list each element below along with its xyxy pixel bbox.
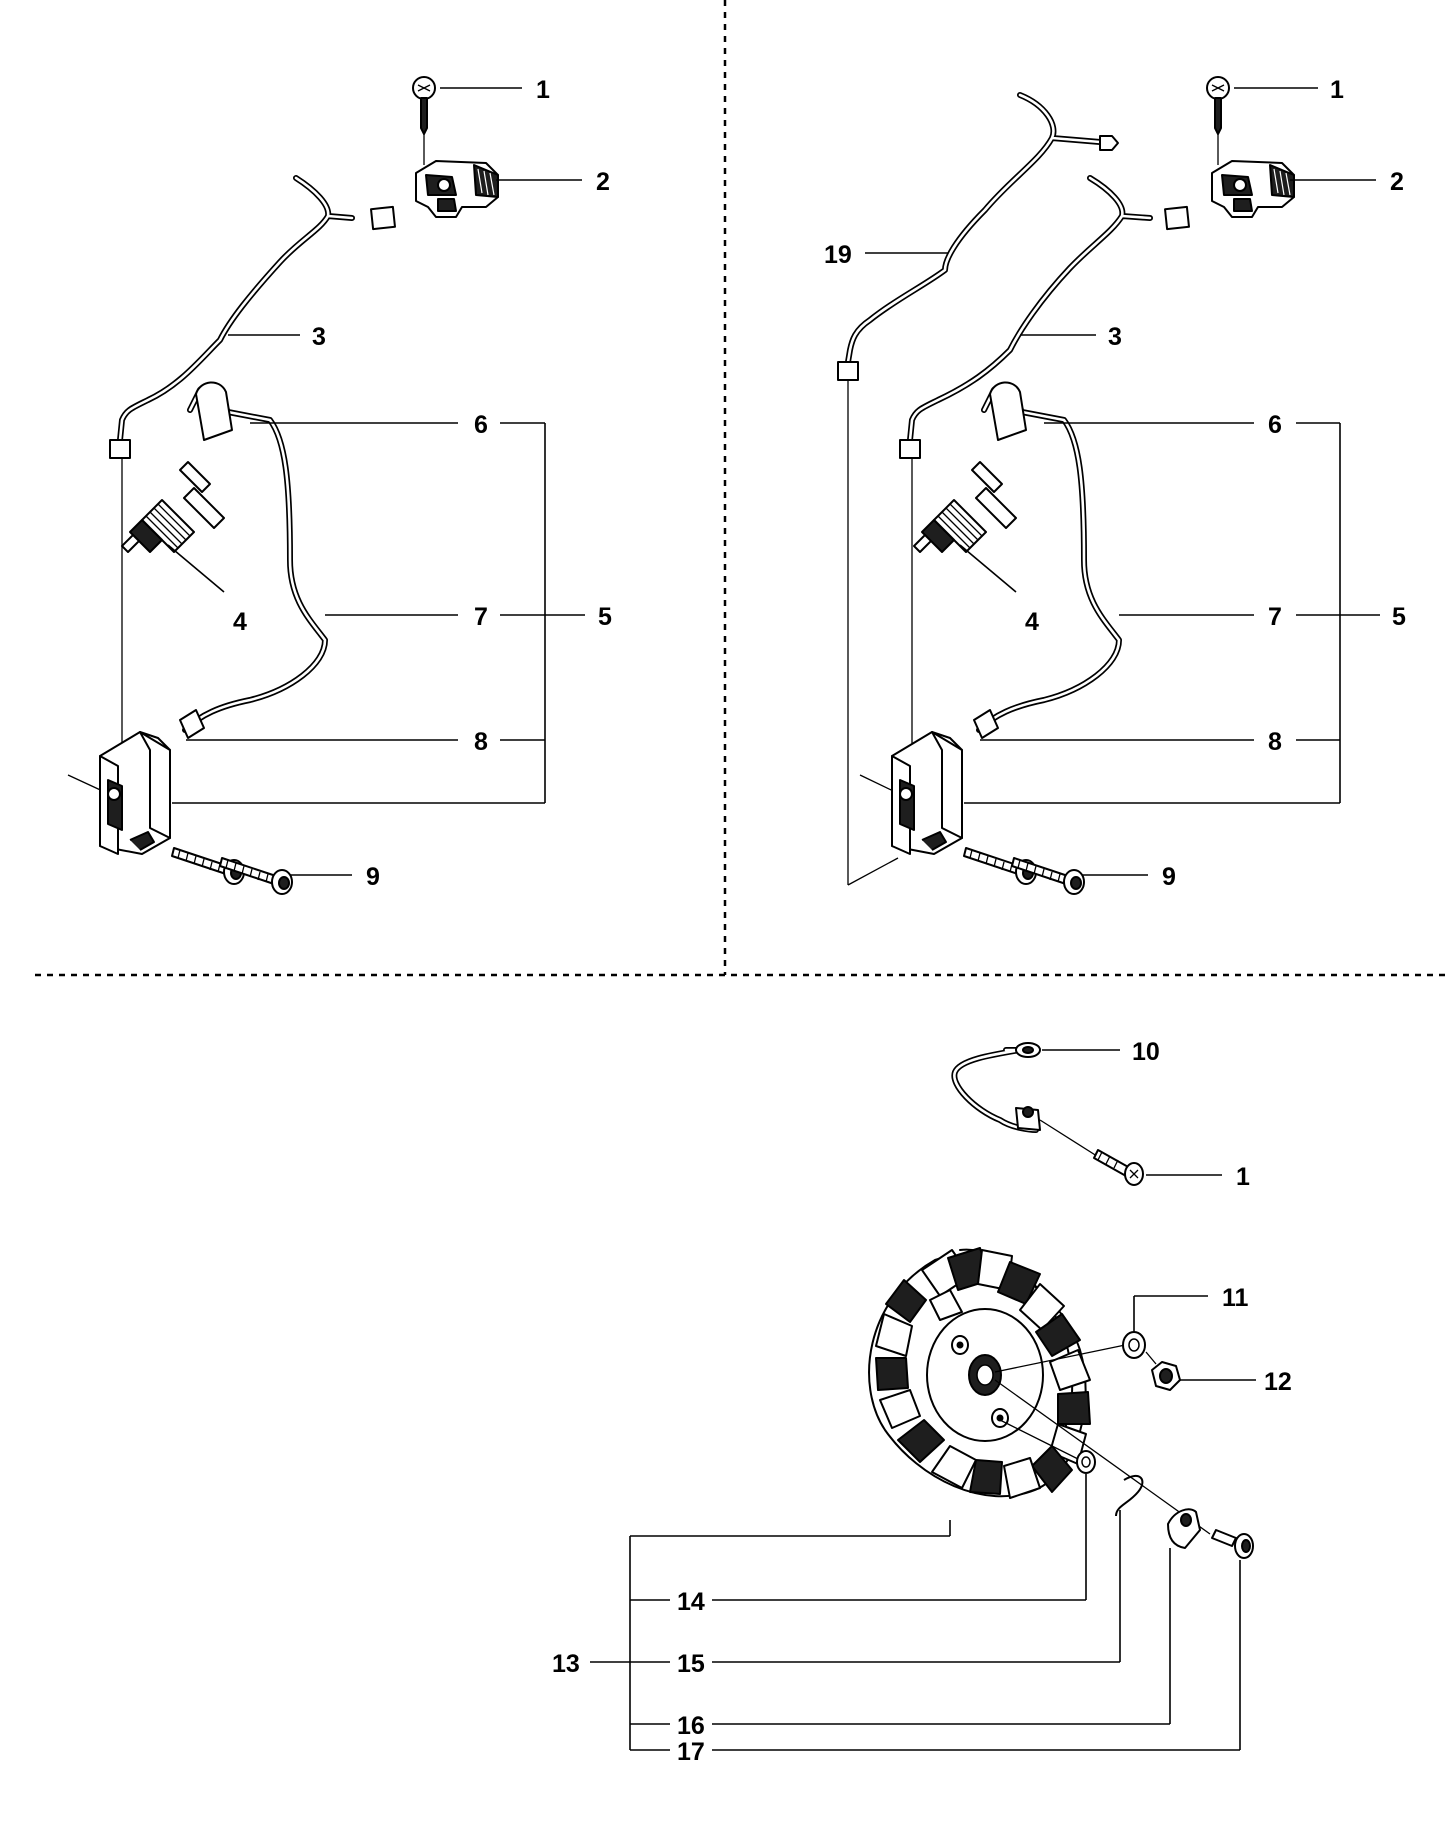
callout-label: 2 — [1390, 168, 1404, 196]
callout-label: 8 — [1268, 728, 1282, 756]
callout-label: 1 — [536, 76, 550, 104]
callout-label: 12 — [1264, 1368, 1292, 1396]
callout-label: 19 — [824, 241, 852, 269]
panel-flywheel: 10 1 11 12 13 14 15 16 17 — [552, 1038, 1292, 1766]
callout-label: 15 — [677, 1650, 705, 1678]
callout-label: 6 — [1268, 411, 1282, 439]
part-switch-2 — [1211, 160, 1295, 218]
callout-label: 9 — [1162, 863, 1176, 891]
callout-label: 4 — [1025, 608, 1039, 636]
callout-label: 2 — [596, 168, 610, 196]
callout-label: 17 — [677, 1738, 705, 1766]
panel-ignition-right: 1 2 19 3 4 5 6 7 8 9 — [824, 76, 1406, 895]
callout-label: 5 — [598, 603, 612, 631]
part-switch-2 — [415, 160, 499, 218]
part-spark-plug-4 — [121, 461, 225, 553]
callout-label: 13 — [552, 1650, 580, 1678]
callout-label: 1 — [1236, 1163, 1250, 1191]
part-screw-1 — [1206, 76, 1230, 135]
callout-label: 3 — [312, 323, 326, 351]
callout-label: 11 — [1222, 1284, 1249, 1312]
callout-label: 7 — [474, 603, 488, 631]
part-ignition-module-5 — [891, 731, 963, 855]
callout-label: 8 — [474, 728, 488, 756]
panel-ignition-left: 1 2 3 4 5 6 7 8 9 — [67, 76, 612, 895]
part-ignition-module-5 — [99, 731, 171, 855]
callout-label: 16 — [677, 1712, 705, 1740]
callout-label: 4 — [233, 608, 247, 636]
callout-label: 6 — [474, 411, 488, 439]
part-flywheel-13 — [868, 1247, 1091, 1499]
callout-label: 9 — [366, 863, 380, 891]
callout-label: 3 — [1108, 323, 1122, 351]
callout-label: 10 — [1132, 1038, 1160, 1066]
callout-label: 5 — [1392, 603, 1406, 631]
callout-label: 7 — [1268, 603, 1282, 631]
callout-label: 14 — [677, 1588, 705, 1616]
part-screw-1 — [412, 76, 436, 135]
part-spark-plug-4 — [913, 461, 1017, 553]
callout-label: 1 — [1330, 76, 1344, 104]
